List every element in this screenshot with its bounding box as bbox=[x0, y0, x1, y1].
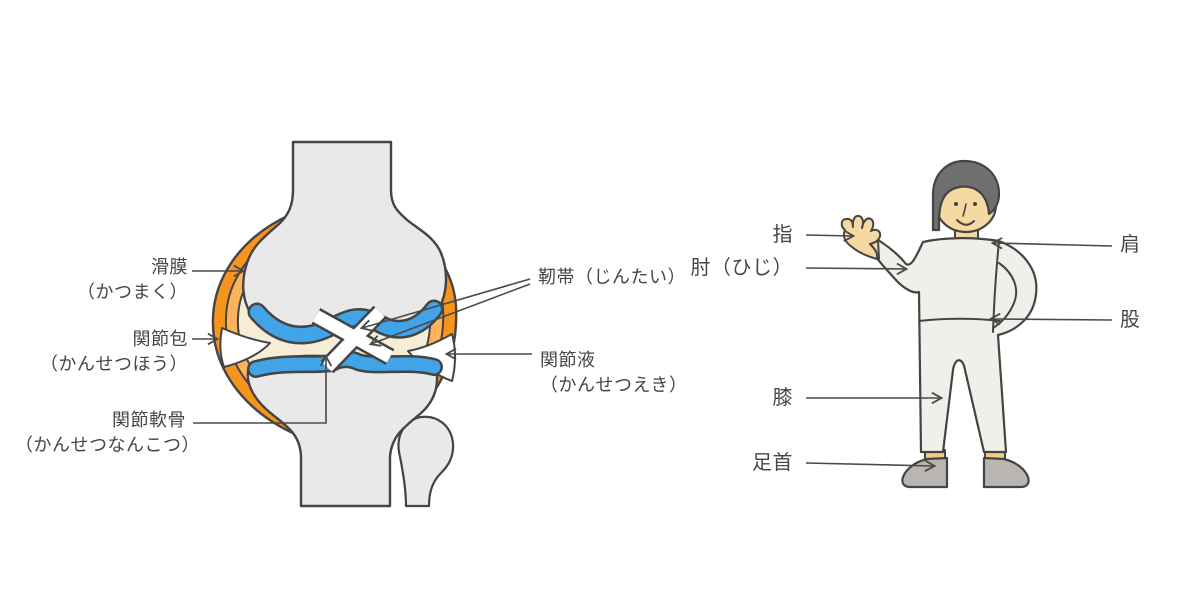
joint-illustration bbox=[211, 140, 458, 508]
label-cartilage-reading: （かんせつなんこつ） bbox=[15, 435, 200, 455]
label-capsule-reading: （かんせつほう） bbox=[40, 354, 188, 374]
arrow-finger bbox=[805, 229, 856, 242]
label-hip-term: 股 bbox=[1120, 309, 1141, 331]
fibula-bone bbox=[397, 415, 455, 508]
label-elbow-term: 肘（ひじ） bbox=[690, 257, 793, 279]
arrow-shoulder bbox=[990, 237, 1113, 250]
femur-bone bbox=[242, 140, 448, 336]
label-cartilage-term: 関節軟骨 bbox=[112, 410, 186, 430]
nose bbox=[962, 203, 967, 217]
label-capsule-term: 関節包 bbox=[132, 329, 188, 349]
label-finger-term: 指 bbox=[772, 224, 793, 246]
person-illustration bbox=[840, 159, 1038, 489]
label-ligament-term: 靭帯（じんたい） bbox=[538, 267, 686, 287]
shoe-right bbox=[982, 456, 1030, 489]
label-synovium-term: 滑膜 bbox=[151, 257, 188, 277]
hand bbox=[840, 214, 882, 260]
label-fluid-term: 関節液 bbox=[540, 350, 596, 370]
hair bbox=[931, 159, 1001, 232]
arrow-elbow bbox=[805, 262, 909, 276]
arrow-hip bbox=[988, 312, 1113, 326]
label-finger: 指 bbox=[688, 222, 793, 248]
leader-lines bbox=[192, 229, 1113, 472]
arrow-ligament-upper bbox=[359, 278, 531, 332]
label-fluid: 関節液 （かんせつえき） bbox=[540, 348, 687, 398]
label-knee-term: 膝 bbox=[772, 387, 793, 409]
label-cartilage: 関節軟骨 （かんせつなんこつ） bbox=[15, 408, 200, 458]
shoe-left bbox=[901, 456, 949, 489]
label-synovium: 滑膜 （かつまく） bbox=[38, 255, 188, 305]
label-knee: 膝 bbox=[688, 385, 793, 411]
right-eye bbox=[973, 202, 977, 206]
arrow-cartilage bbox=[193, 354, 333, 424]
femoral-cartilage bbox=[247, 299, 444, 345]
label-fluid-reading: （かんせつえき） bbox=[540, 375, 688, 395]
label-hip: 股 bbox=[1120, 307, 1141, 333]
label-shoulder-term: 肩 bbox=[1120, 234, 1141, 256]
label-elbow: 肘（ひじ） bbox=[688, 255, 793, 281]
arrow-ligament-lower bbox=[368, 283, 531, 347]
arrow-ankle bbox=[805, 459, 937, 472]
label-ankle: 足首 bbox=[688, 450, 793, 476]
left-eye bbox=[954, 202, 958, 206]
label-ankle-term: 足首 bbox=[752, 452, 793, 474]
meniscus-left bbox=[219, 327, 271, 368]
clothes-body bbox=[873, 236, 1038, 454]
label-ligament: 靭帯（じんたい） bbox=[538, 265, 686, 290]
label-capsule: 関節包 （かんせつほう） bbox=[28, 327, 188, 377]
label-synovium-reading: （かつまく） bbox=[77, 282, 188, 302]
label-shoulder: 肩 bbox=[1120, 232, 1141, 258]
mouth bbox=[956, 219, 975, 226]
